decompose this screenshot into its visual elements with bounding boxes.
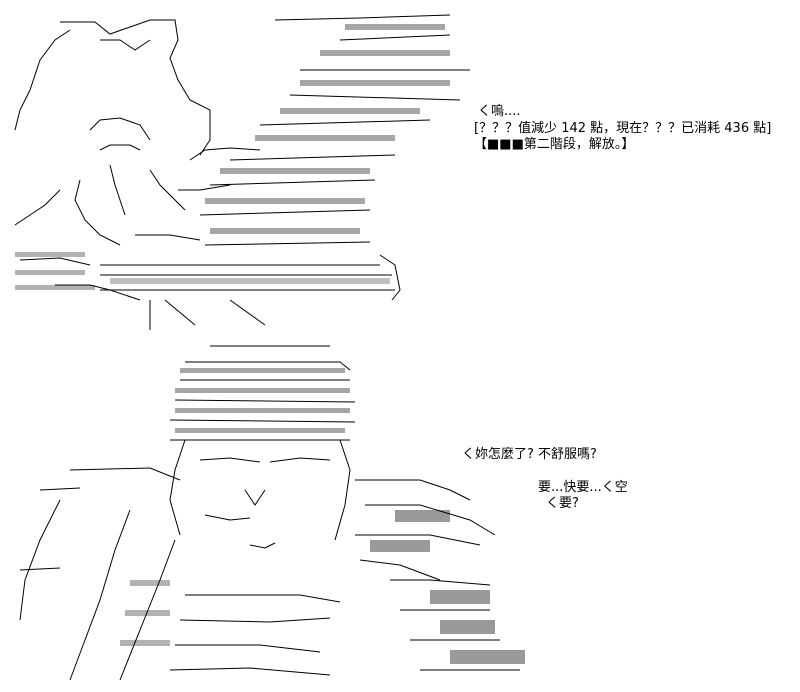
- dialogue-top-line-2: [？？？值減少 142 點，現在？？？已消耗 436 點]: [474, 121, 772, 136]
- dialogue-top-line-3: 【■■■第二階段，解放。】: [474, 137, 635, 152]
- bottom-panel-ascii-art: [19, 345, 525, 681]
- top-panel-ascii-art: [14, 14, 470, 330]
- dialogue-bottom-line-3: く要?: [546, 496, 579, 511]
- dialogue-top-line-1: く嗚....: [478, 104, 521, 119]
- dialogue-bottom-line-1: く妳怎麼了? 不舒服嗎?: [462, 447, 597, 462]
- dialogue-bottom-line-2: 要...快要...く空: [538, 480, 628, 495]
